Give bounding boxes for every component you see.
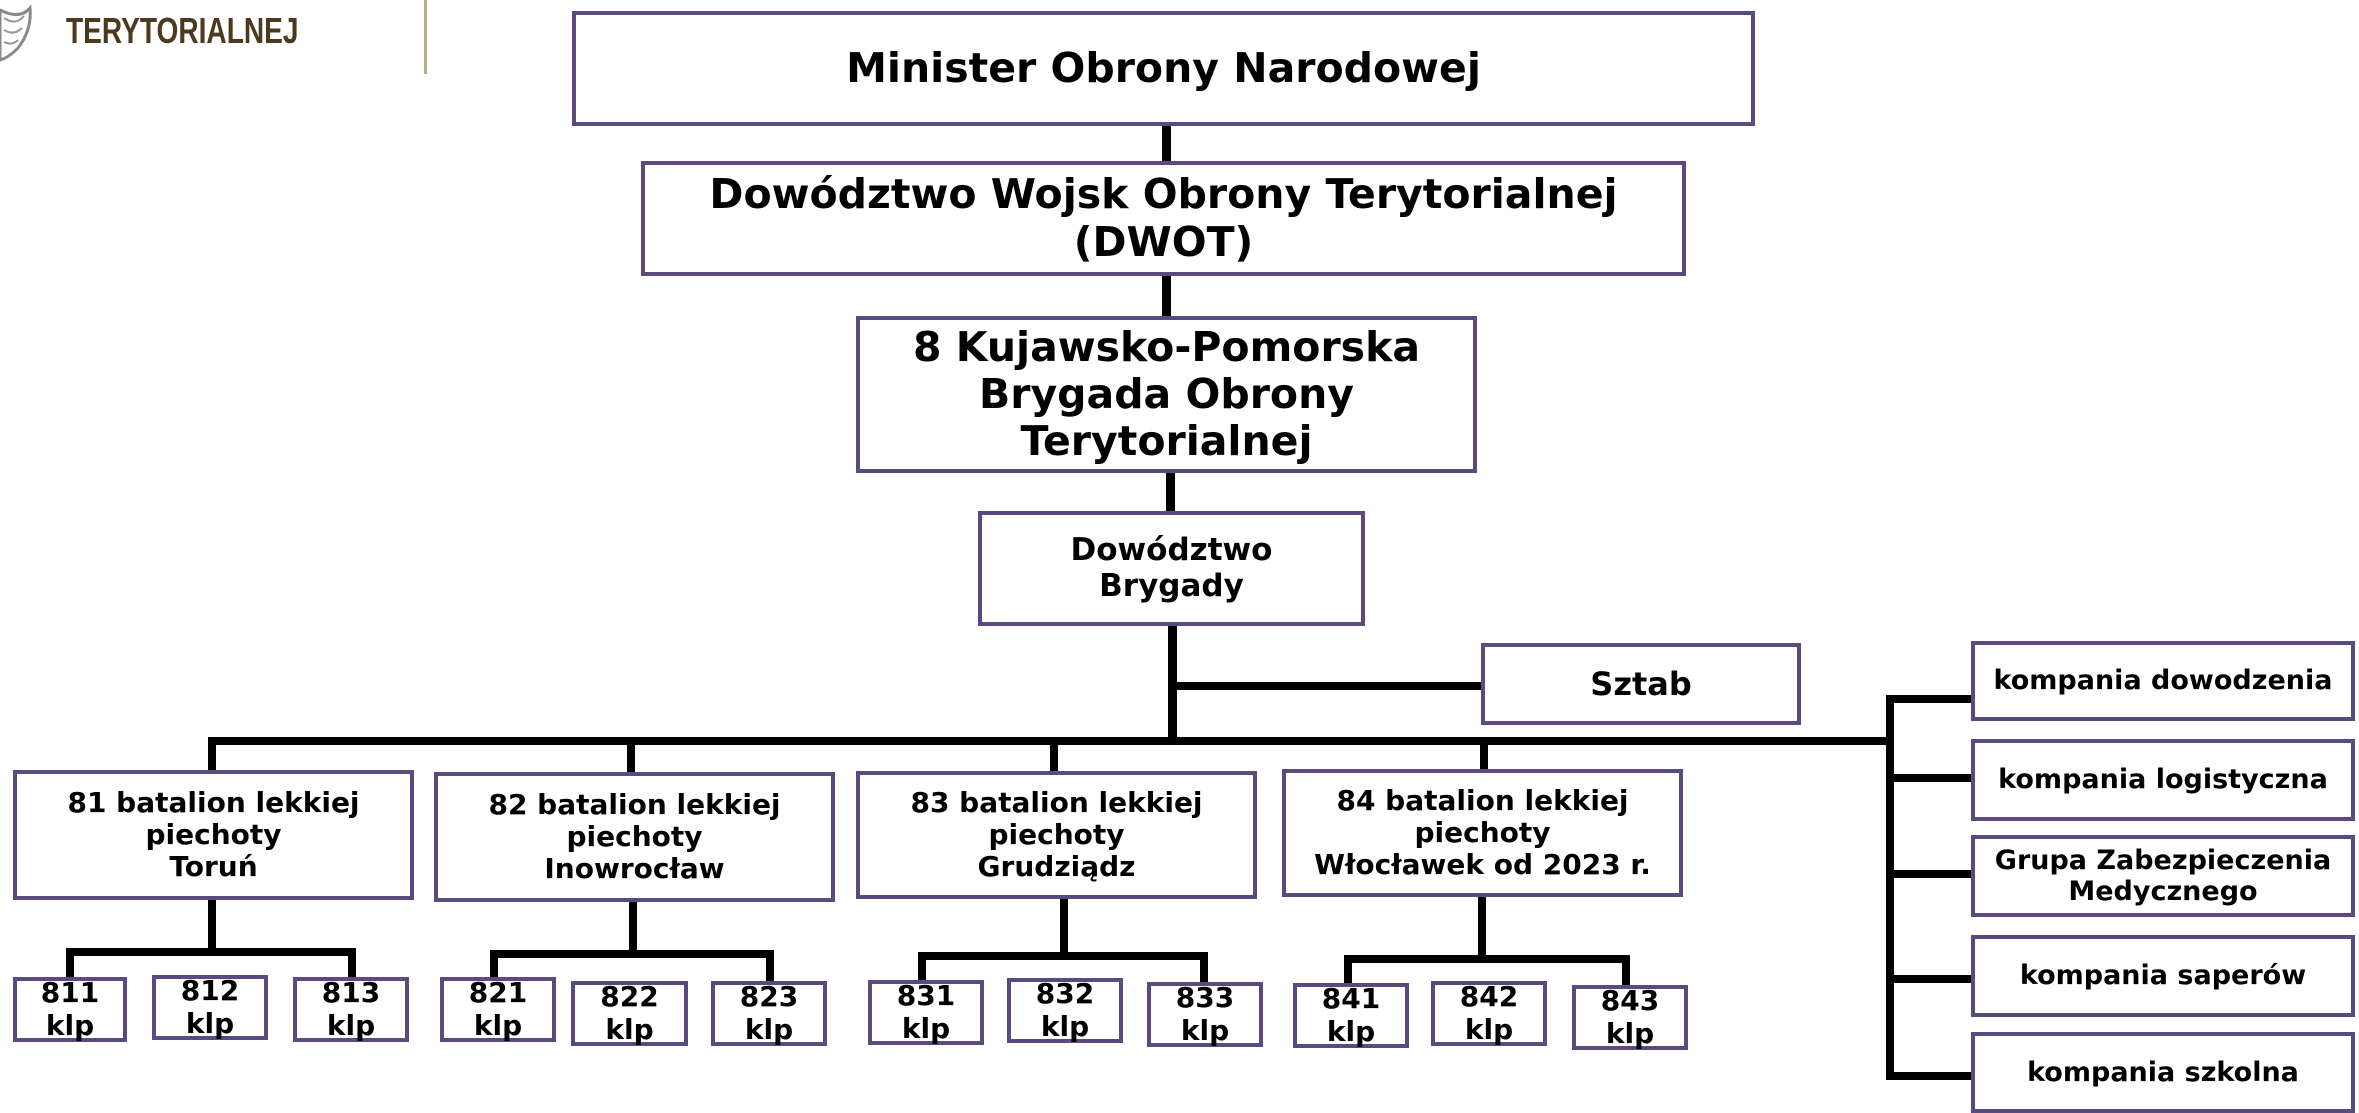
support-unit-command-company: kompania dowodzenia — [1971, 641, 2355, 721]
battalion-label: 81 batalion lekkiej piechoty Toruń — [67, 785, 360, 884]
node-dwot: Dowództwo Wojsk Obrony Terytorialnej (DW… — [641, 161, 1686, 276]
support-unit-label: kompania saperów — [2019, 960, 2307, 992]
battalion-label: 82 batalion lekkiej piechoty Inowrocław — [488, 787, 781, 886]
company-label: 843 klp — [1600, 984, 1660, 1050]
node-brigade-command-label: Dowództwo Brygady — [1070, 531, 1273, 604]
eagle-emblem-icon — [0, 4, 32, 62]
company-label: 832 klp — [1035, 977, 1095, 1043]
company-label: 811 klp — [40, 976, 100, 1042]
company-842: 842 klp — [1431, 981, 1547, 1046]
company-841: 841 klp — [1293, 983, 1409, 1048]
node-brigade-command: Dowództwo Brygady — [978, 511, 1365, 626]
support-unit-logistics-company: kompania logistyczna — [1971, 739, 2355, 821]
battalion-84: 84 batalion lekkiej piechoty Włocławek o… — [1282, 769, 1683, 897]
logo-text: TERYTORIALNEJ — [66, 10, 299, 51]
support-unit-sapper-company: kompania saperów — [1971, 935, 2355, 1017]
battalion-label: 83 batalion lekkiej piechoty Grudziądz — [910, 785, 1203, 884]
company-823: 823 klp — [711, 981, 827, 1046]
node-minister: Minister Obrony Narodowej — [572, 11, 1755, 126]
node-staff-label: Sztab — [1590, 664, 1692, 703]
company-822: 822 klp — [571, 981, 688, 1046]
company-label: 841 klp — [1321, 982, 1381, 1048]
company-label: 821 klp — [468, 976, 528, 1042]
company-label: 823 klp — [739, 980, 799, 1046]
support-unit-label: kompania logistyczna — [1998, 764, 2328, 796]
node-brigade: 8 Kujawsko-Pomorska Brygada Obrony Teryt… — [856, 316, 1477, 473]
node-dwot-label: Dowództwo Wojsk Obrony Terytorialnej (DW… — [709, 170, 1618, 266]
company-label: 833 klp — [1175, 981, 1235, 1047]
company-843: 843 klp — [1572, 985, 1688, 1050]
logo-divider — [424, 0, 427, 74]
support-unit-label: Grupa Zabezpieczenia Medycznego — [1994, 844, 2332, 907]
node-brigade-label: 8 Kujawsko-Pomorska Brygada Obrony Teryt… — [912, 322, 1421, 466]
support-unit-label: kompania szkolna — [2027, 1056, 2299, 1088]
battalion-label: 84 batalion lekkiej piechoty Włocławek o… — [1314, 783, 1651, 882]
company-label: 812 klp — [180, 974, 240, 1040]
company-821: 821 klp — [440, 977, 556, 1042]
company-831: 831 klp — [868, 980, 984, 1045]
battalion-81: 81 batalion lekkiej piechoty Toruń — [13, 770, 414, 900]
battalion-83: 83 batalion lekkiej piechoty Grudziądz — [856, 771, 1257, 899]
company-811: 811 klp — [13, 977, 127, 1042]
company-label: 842 klp — [1459, 980, 1519, 1046]
company-813: 813 klp — [293, 977, 409, 1042]
company-label: 822 klp — [600, 980, 659, 1046]
company-832: 832 klp — [1007, 978, 1123, 1043]
support-unit-training-company: kompania szkolna — [1971, 1032, 2355, 1113]
support-unit-label: kompania dowodzenia — [1993, 665, 2333, 697]
company-label: 831 klp — [896, 979, 956, 1045]
company-label: 813 klp — [321, 976, 381, 1042]
battalion-82: 82 batalion lekkiej piechoty Inowrocław — [434, 772, 835, 902]
company-833: 833 klp — [1147, 982, 1263, 1047]
node-staff: Sztab — [1481, 643, 1801, 725]
company-812: 812 klp — [152, 975, 268, 1040]
support-unit-medical-group: Grupa Zabezpieczenia Medycznego — [1971, 835, 2355, 917]
node-minister-label: Minister Obrony Narodowej — [846, 43, 1481, 92]
